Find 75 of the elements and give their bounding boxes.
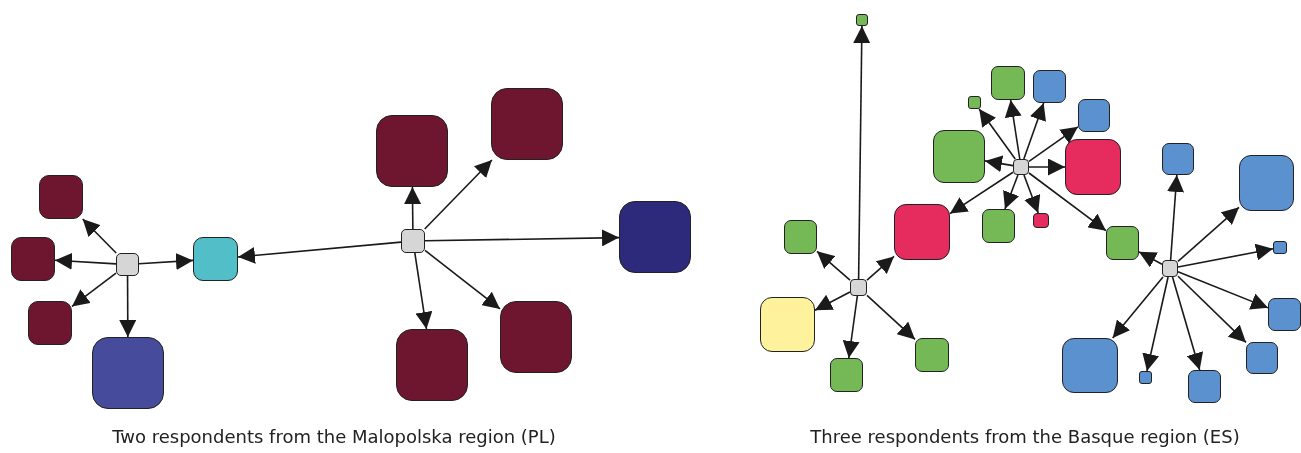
square-node bbox=[1062, 338, 1118, 393]
arrow bbox=[949, 171, 1014, 215]
arrow bbox=[1177, 270, 1269, 310]
arrow bbox=[1177, 275, 1247, 344]
arrow bbox=[1028, 158, 1066, 176]
arrow bbox=[138, 253, 194, 270]
square-node bbox=[92, 337, 164, 409]
arrow bbox=[866, 255, 895, 281]
square-node bbox=[1162, 143, 1194, 175]
square-node bbox=[11, 237, 55, 281]
arrow bbox=[814, 291, 851, 311]
square-node bbox=[894, 204, 950, 260]
square-node bbox=[856, 14, 868, 26]
square-node bbox=[1065, 139, 1121, 195]
hub-node bbox=[401, 229, 425, 253]
arrow bbox=[1023, 174, 1041, 214]
square-node bbox=[1273, 241, 1287, 254]
arrow bbox=[424, 229, 620, 247]
arrow bbox=[71, 272, 117, 308]
caption: Three respondents from the Basque region (ES) bbox=[809, 426, 1241, 447]
hub-node bbox=[1013, 159, 1029, 175]
square-node bbox=[1078, 99, 1110, 132]
square-node bbox=[396, 329, 468, 401]
hub-node bbox=[850, 279, 867, 296]
square-node bbox=[933, 130, 985, 183]
arrow bbox=[1004, 99, 1022, 160]
square-node bbox=[991, 66, 1025, 100]
square-node bbox=[982, 209, 1015, 243]
arrow bbox=[1177, 206, 1240, 263]
square-node bbox=[1268, 298, 1301, 331]
arrow bbox=[1171, 276, 1204, 371]
arrow bbox=[1142, 276, 1169, 372]
square-node bbox=[915, 338, 949, 372]
arrow bbox=[1177, 243, 1274, 268]
arrow bbox=[119, 275, 137, 338]
arrow bbox=[1003, 174, 1019, 210]
square-node bbox=[500, 301, 572, 373]
arrow bbox=[423, 159, 493, 230]
square-node bbox=[760, 297, 815, 352]
arrow bbox=[404, 186, 422, 230]
square-node bbox=[1139, 371, 1152, 384]
arrow bbox=[1028, 172, 1107, 232]
square-node bbox=[784, 220, 817, 254]
arrow bbox=[978, 108, 1017, 160]
arrow bbox=[1138, 251, 1163, 268]
hub-node bbox=[116, 253, 139, 276]
arrow bbox=[853, 25, 871, 280]
arrow bbox=[1111, 276, 1164, 339]
square-node bbox=[830, 358, 863, 392]
arrow bbox=[816, 250, 851, 281]
square-node bbox=[1033, 70, 1066, 103]
arrow bbox=[54, 252, 117, 270]
square-node bbox=[491, 88, 563, 160]
square-node bbox=[193, 237, 238, 281]
arrow bbox=[866, 294, 916, 341]
square-node bbox=[1188, 370, 1221, 403]
arrow bbox=[1028, 126, 1079, 163]
arrow bbox=[984, 155, 1014, 173]
hub-node bbox=[1162, 260, 1178, 277]
arrow bbox=[1167, 174, 1185, 261]
arrow bbox=[842, 295, 860, 359]
arrow bbox=[414, 252, 433, 330]
square-node bbox=[39, 175, 83, 219]
arrow bbox=[424, 249, 501, 310]
square-node bbox=[1106, 226, 1139, 260]
square-node bbox=[968, 96, 981, 109]
caption: Two respondents from the Malopolska region (PL) bbox=[111, 426, 557, 447]
arrow bbox=[81, 218, 117, 254]
arrow bbox=[237, 241, 402, 264]
square-node bbox=[376, 115, 448, 187]
square-node bbox=[1246, 342, 1278, 374]
square-node bbox=[619, 201, 691, 273]
square-node bbox=[28, 301, 72, 345]
square-node bbox=[1239, 155, 1294, 211]
arrow bbox=[1023, 102, 1046, 160]
